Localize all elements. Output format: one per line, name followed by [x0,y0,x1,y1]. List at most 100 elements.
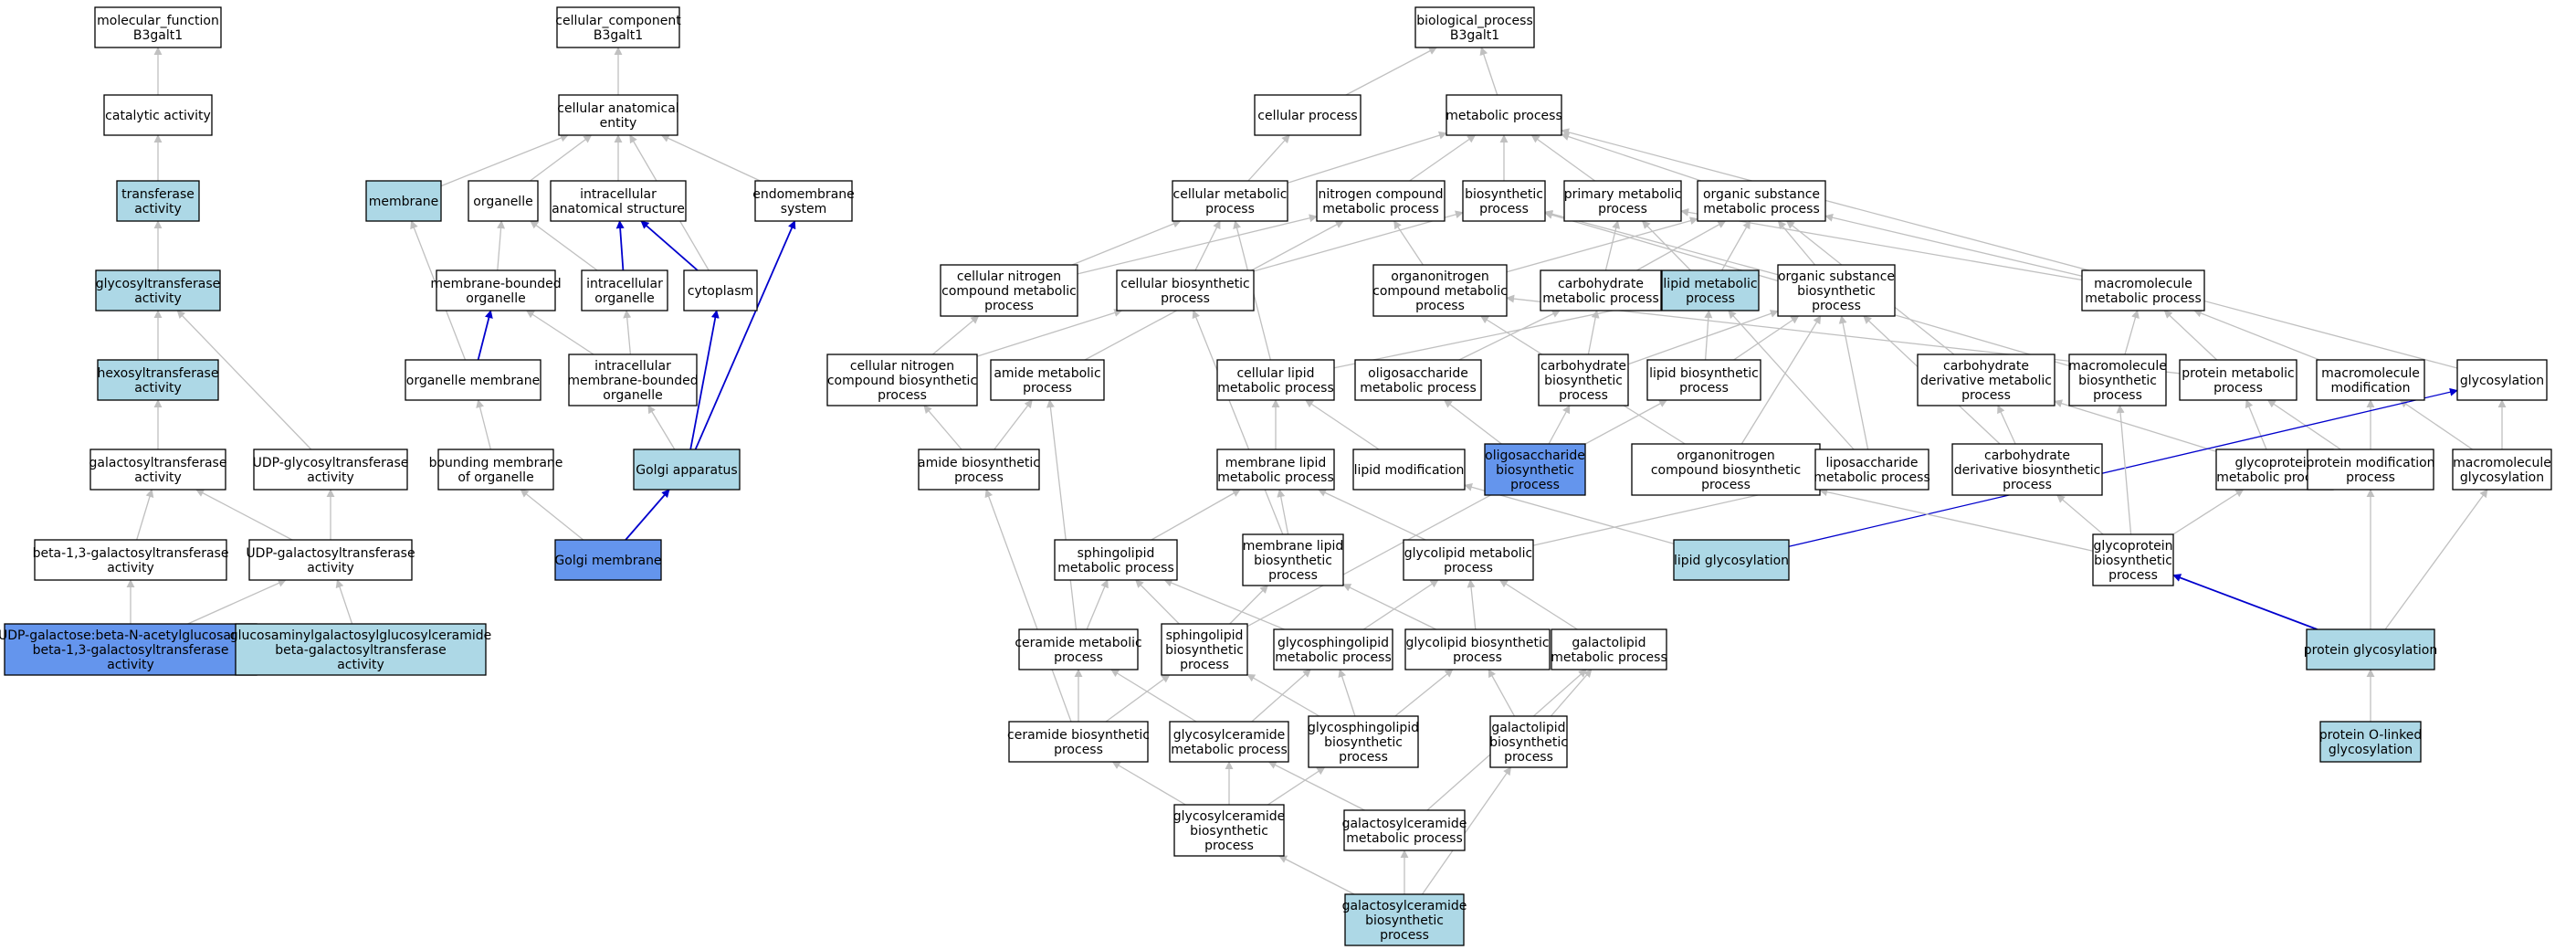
node-glucosaminyl[interactable]: glucosaminylgalactosylglucosylceramidebe… [230,623,492,676]
node-udp-galactose-bn[interactable]: UDP-galactose:beta-N-acetylglucosaminebe… [0,623,263,676]
node-label-line: amide metabolic [994,366,1100,381]
node-glycosylation[interactable]: glycosylation [2456,359,2548,401]
node-box [436,269,556,311]
node-metabolic-process[interactable]: metabolic process [1446,94,1562,136]
node-label-line: cellular nitrogen [957,269,1061,284]
node-label-line: biosynthetic [1544,374,1623,388]
node-cellular-process[interactable]: cellular process [1254,94,1362,136]
node-lipid-modification[interactable]: lipid modification [1352,449,1466,491]
node-label-line: process [2213,381,2263,396]
node-label-line: beta-1,3-galactosyltransferase [33,546,229,561]
node-organelle[interactable]: organelle [468,180,539,222]
node-golgi-apparatus[interactable]: Golgi apparatus [633,449,741,491]
node-cytoplasm[interactable]: cytoplasm [683,269,758,311]
edge-glycoprotein_biosynthetic-to-macromolecule_biosynthetic [2116,405,2132,535]
node-label-line: galactolipid [1572,636,1645,650]
node-protein-glycosylation[interactable]: protein glycosylation [2304,628,2437,670]
node-golgi-membrane[interactable]: Golgi membrane [554,539,662,581]
node-membrane[interactable]: membrane [365,180,442,222]
node-box [1354,359,1482,401]
node-organelle-membrane[interactable]: organelle membrane [405,359,541,401]
node-label-line: UDP-galactose:beta-N-acetylglucosamine [0,628,263,643]
node-label-line: metabolic process [1346,831,1463,846]
edge-golgi_apparatus-to-intracell_mb_organelle [647,405,676,450]
edge-lipid_metabolic-to-primary_metabolic [1641,220,1691,271]
edge-cellular_process-to-bp_root [1345,47,1437,96]
node-lipid-glycosylation[interactable]: lipid glycosylation [1673,539,1790,581]
node-label-line: system [781,202,827,216]
node-box [1172,180,1288,222]
node-label-line: glycosylceramide [1173,728,1285,743]
node-label-line: process [1701,478,1751,492]
node-box [1697,180,1826,222]
node-catalytic[interactable]: catalytic activity [103,94,213,136]
edge-organelle-to-cell_anat [530,134,593,182]
node-label-line: galactolipid [1491,721,1565,735]
